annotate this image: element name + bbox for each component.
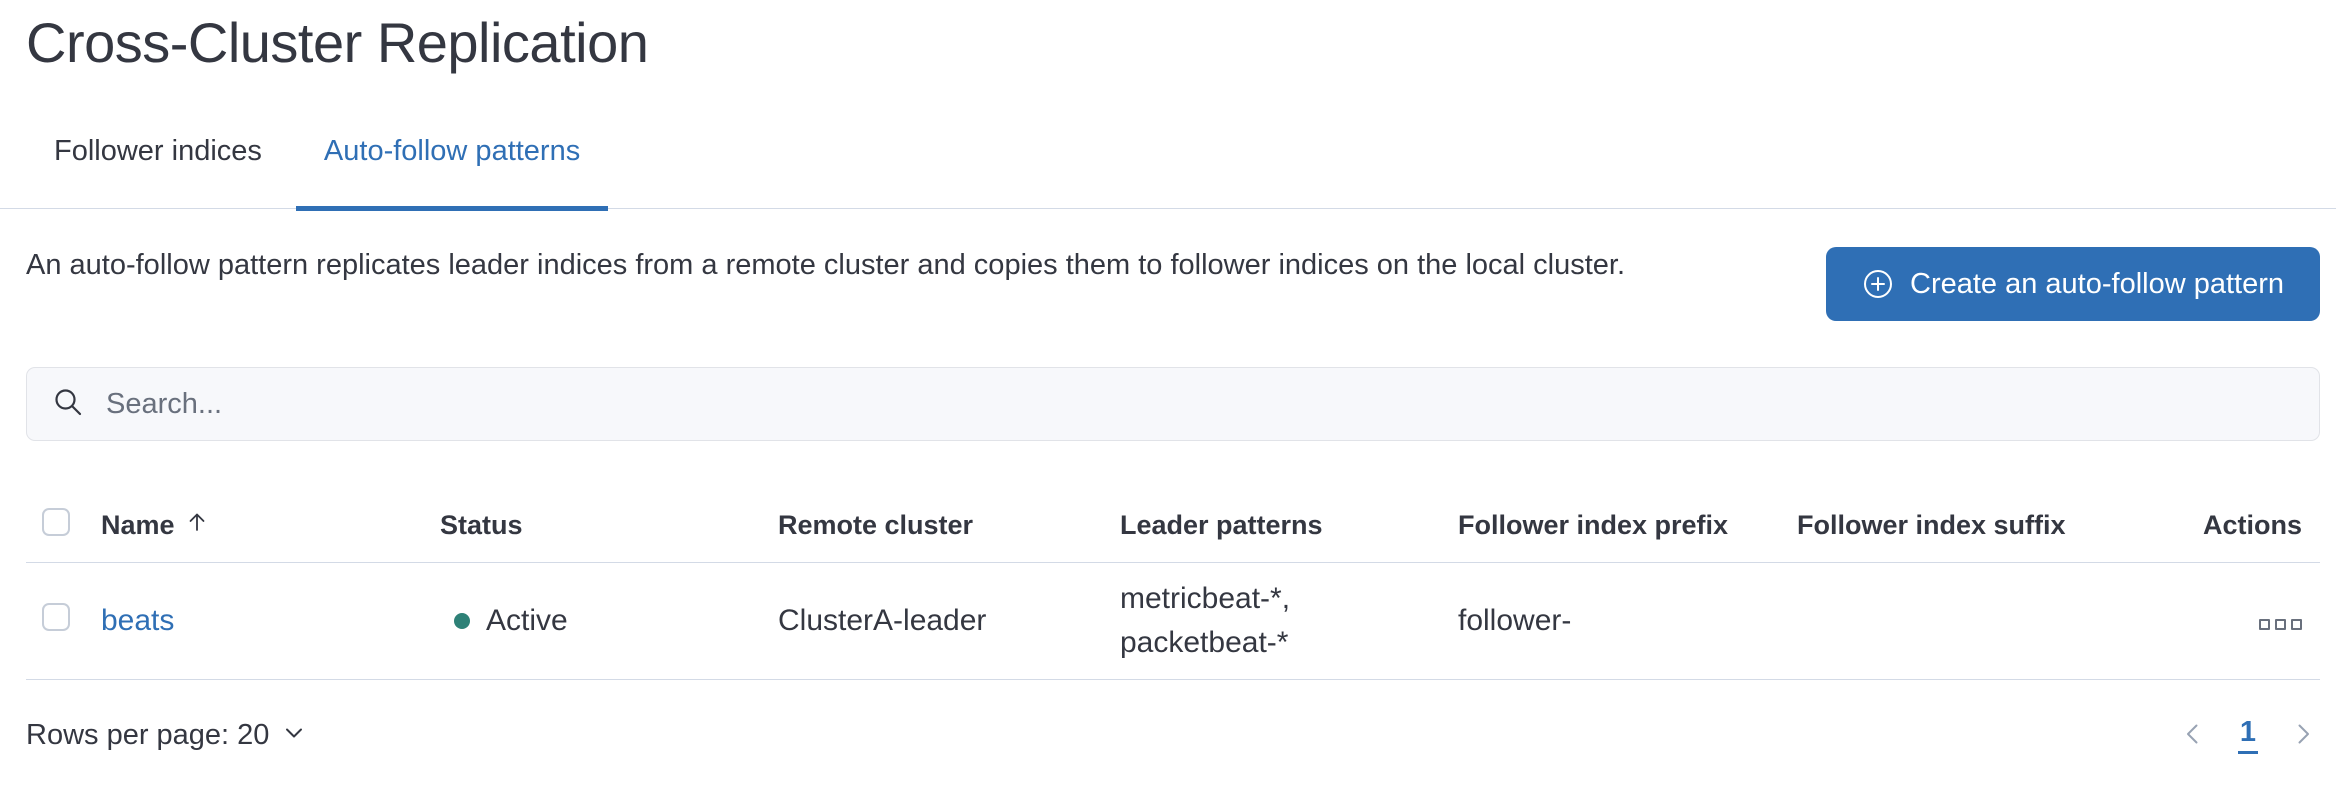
chevron-right-icon — [2290, 721, 2316, 750]
select-all-checkbox[interactable] — [42, 508, 70, 536]
tabs-bar: Follower indices Auto-follow patterns — [0, 134, 2336, 211]
header-name-cell: Name — [101, 510, 440, 541]
row-checkbox[interactable] — [42, 603, 70, 631]
status-active-dot-icon — [454, 613, 470, 629]
search-icon — [52, 386, 84, 423]
column-header-actions: Actions — [2202, 510, 2302, 540]
chevron-left-icon — [2180, 721, 2206, 750]
column-header-status: Status — [440, 510, 523, 540]
leader-patterns-value: metricbeat-*, packetbeat-* — [1120, 582, 1291, 659]
page-title: Cross-Cluster Replication — [26, 11, 649, 74]
row-status-cell: Active — [440, 604, 778, 638]
column-header-remote-cluster: Remote cluster — [778, 510, 974, 540]
column-header-follower-index-suffix: Follower index suffix — [1797, 510, 2066, 540]
row-name-cell: beats — [101, 604, 440, 638]
chevron-down-icon — [283, 719, 305, 752]
status-label: Active — [486, 604, 568, 637]
table-row: beats Active ClusterA-leader metricbeat-… — [26, 563, 2320, 680]
sort-ascending-arrow-icon — [185, 510, 209, 541]
column-header-follower-index-prefix: Follower index prefix — [1458, 510, 1729, 540]
column-header-name[interactable]: Name — [101, 510, 209, 541]
boxes-horizontal-icon — [2259, 619, 2270, 630]
tab-auto-follow-patterns[interactable]: Auto-follow patterns — [295, 134, 609, 211]
rows-per-page-button[interactable]: Rows per page: 20 — [26, 719, 305, 752]
create-button-label: Create an auto-follow pattern — [1910, 267, 2284, 300]
page-number-button[interactable]: 1 — [2237, 716, 2258, 754]
header-select-all-cell — [26, 508, 101, 543]
search-bar — [26, 367, 2320, 441]
search-input[interactable] — [106, 387, 2294, 421]
row-leader-patterns-cell: metricbeat-*, packetbeat-* — [1120, 577, 1458, 665]
previous-page-button[interactable] — [2180, 721, 2206, 750]
description-text: An auto-follow pattern replicates leader… — [26, 249, 1626, 281]
create-auto-follow-pattern-button[interactable]: Create an auto-follow pattern — [1826, 247, 2320, 321]
intro-row: An auto-follow pattern replicates leader… — [26, 243, 2320, 321]
tab-follower-indices[interactable]: Follower indices — [26, 134, 290, 208]
row-actions-button[interactable] — [2259, 615, 2302, 634]
plus-in-circle-icon — [1862, 268, 1894, 300]
rows-per-page-label: Rows per page: 20 — [26, 718, 270, 751]
auto-follow-patterns-table: Name Status Remote cluster Leader patter… — [26, 489, 2320, 680]
tabs: Follower indices Auto-follow patterns — [26, 134, 2320, 211]
next-page-button[interactable] — [2290, 721, 2316, 750]
row-actions-cell — [2150, 604, 2320, 638]
row-remote-cluster-cell: ClusterA-leader — [778, 604, 987, 637]
table-footer: Rows per page: 20 1 — [26, 716, 2320, 754]
column-header-name-label: Name — [101, 510, 175, 540]
cross-cluster-replication-page: Cross-Cluster Replication Follower indic… — [0, 10, 2336, 754]
row-select-cell — [26, 603, 101, 639]
pattern-name-link[interactable]: beats — [101, 604, 175, 637]
pagination: 1 — [2180, 716, 2320, 754]
column-header-leader-patterns: Leader patterns — [1120, 510, 1323, 540]
table-header-row: Name Status Remote cluster Leader patter… — [26, 489, 2320, 563]
row-follower-index-prefix-cell: follower- — [1458, 604, 1572, 637]
